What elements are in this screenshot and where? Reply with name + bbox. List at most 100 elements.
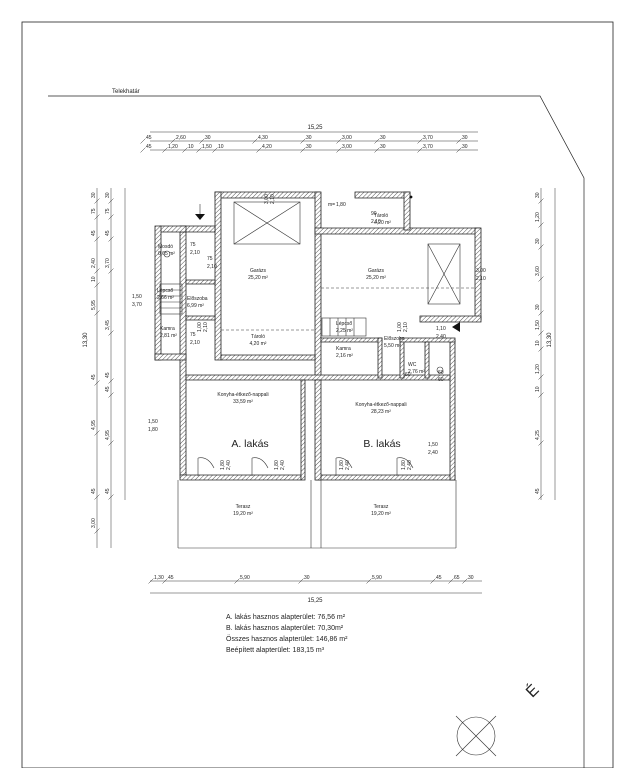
dimension-label: 3,70: [105, 258, 111, 268]
dimension-label: 45: [105, 230, 111, 236]
dimension-label: 75: [91, 208, 97, 214]
dimension-label: 4,95: [105, 430, 111, 440]
dimension-label: 45: [105, 372, 111, 378]
svg-text:75: 75: [190, 242, 196, 248]
north-label: É: [522, 680, 543, 701]
dimension-label: 5,95: [91, 300, 97, 310]
storage-markers: [221, 201, 475, 331]
dimension-label: 30: [535, 304, 541, 310]
room-area: 25,20 m²: [248, 275, 268, 281]
svg-text:2,40: 2,40: [280, 460, 286, 470]
room-name: Előszoba: [384, 336, 405, 342]
room-name: Tároló: [374, 213, 388, 219]
summary-unit-a: A. lakás hasznos alapterület: 76,56 m²: [226, 614, 346, 621]
room-area: 6,99 m²: [187, 303, 204, 309]
dimension-label: 45: [91, 488, 97, 494]
svg-text:2,10: 2,10: [203, 322, 209, 332]
svg-text:2,10: 2,10: [371, 219, 381, 225]
dimension-label: 2,60: [176, 135, 186, 141]
dimension-label: 1,20: [535, 212, 541, 222]
dimension-label: 10: [218, 144, 224, 150]
room-area: 0,65 m²: [158, 251, 175, 257]
svg-text:60: 60: [405, 372, 411, 378]
room-name: Kamra: [336, 346, 351, 352]
marker-dot: [409, 195, 413, 199]
room-name: Kamra: [160, 326, 175, 332]
dimension-label: 3,00: [342, 144, 352, 150]
room-name: Garázs: [250, 268, 267, 274]
room-name: Lépcső: [157, 288, 173, 294]
room-name: Tároló: [251, 334, 265, 340]
room-area: 2,76 m²: [408, 369, 425, 375]
bottom-total: 15,25: [307, 598, 323, 604]
dimension-label: 30: [304, 575, 310, 581]
dimension-label: 30: [306, 135, 312, 141]
dimension-label: 4,95: [91, 420, 97, 430]
dimension-label: 1,30: [154, 575, 164, 581]
dimension-label: 30: [205, 135, 211, 141]
svg-text:1,50: 1,50: [428, 442, 438, 448]
svg-text:2,10: 2,10: [207, 264, 217, 270]
dimension-label: 10: [91, 276, 97, 282]
dimension-label: 10: [535, 340, 541, 346]
property-boundary: [48, 95, 585, 768]
svg-text:2,40: 2,40: [428, 450, 438, 456]
dimension-label: 1,20: [168, 144, 178, 150]
sheet-border: [21, 21, 614, 768]
svg-text:3,00: 3,00: [264, 194, 270, 204]
dimension-label: 45: [535, 488, 541, 494]
svg-text:2,40: 2,40: [345, 460, 351, 470]
svg-text:60: 60: [438, 370, 444, 376]
area-summary: A. lakás hasznos alapterület: 76,56 m² B…: [226, 612, 446, 656]
summary-total: Összes hasznos alapterület: 146,86 m²: [226, 636, 348, 643]
dimension-label: 1,50: [535, 320, 541, 330]
door-height-labels: 1,80 2,40 1,80 2,40 1,80 2,40 1,80 2,40 …: [197, 194, 413, 470]
svg-text:1,00: 1,00: [397, 322, 403, 332]
svg-text:60: 60: [438, 377, 444, 383]
svg-text:1,10: 1,10: [436, 326, 446, 332]
svg-text:1,80: 1,80: [339, 460, 345, 470]
dimension-label: 45: [146, 135, 152, 141]
room-name: Konyha-étkező-nappali: [217, 392, 268, 398]
room-area: 2,16 m²: [336, 353, 353, 359]
dimension-label: 3,00: [91, 518, 97, 528]
svg-text:2,40: 2,40: [436, 334, 446, 340]
room-name: Terasz: [236, 504, 251, 510]
dimension-label: 45: [105, 488, 111, 494]
dimension-label: 45: [146, 144, 152, 150]
dimension-label: 30: [380, 144, 386, 150]
dimension-label: 75: [105, 208, 111, 214]
dimension-label: 45: [436, 575, 442, 581]
svg-text:1,80: 1,80: [220, 460, 226, 470]
room-area: 2,81 m²: [160, 333, 177, 339]
dimension-label: 10: [188, 144, 194, 150]
terrace-outline: [177, 480, 457, 549]
dimension-label: 45: [91, 230, 97, 236]
room-area: 4,20 m²: [374, 220, 391, 226]
dimension-label: 3,70: [423, 135, 433, 141]
dimension-label: 30: [306, 144, 312, 150]
room-area: 19,20 m²: [371, 511, 391, 517]
dimension-label: 30: [91, 192, 97, 198]
room-name: Mosdó: [158, 244, 173, 250]
room-name: Konyha-étkező-nappali: [355, 402, 406, 408]
dimension-label: 4,30: [258, 135, 268, 141]
room-area: 25,20 m²: [366, 275, 386, 281]
room-name: Előszoba: [187, 296, 208, 302]
svg-text:2,10: 2,10: [190, 250, 200, 256]
dimension-label: 1,20: [535, 364, 541, 374]
dimension-label: 3,45: [105, 320, 111, 330]
north-arrow: É: [455, 680, 543, 757]
left-total: 13,30: [83, 332, 89, 348]
dimension-label: 30: [468, 575, 474, 581]
boundary-label: Telekhatár: [112, 89, 140, 95]
terrace-doors: [197, 457, 414, 476]
svg-text:1,80: 1,80: [401, 460, 407, 470]
washbasin-icon: [163, 250, 171, 258]
unit-a-label: A. lakás: [231, 438, 268, 450]
svg-text:1,80: 1,80: [148, 427, 158, 433]
svg-text:2,10: 2,10: [270, 194, 276, 204]
dimension-label: 65: [454, 575, 460, 581]
